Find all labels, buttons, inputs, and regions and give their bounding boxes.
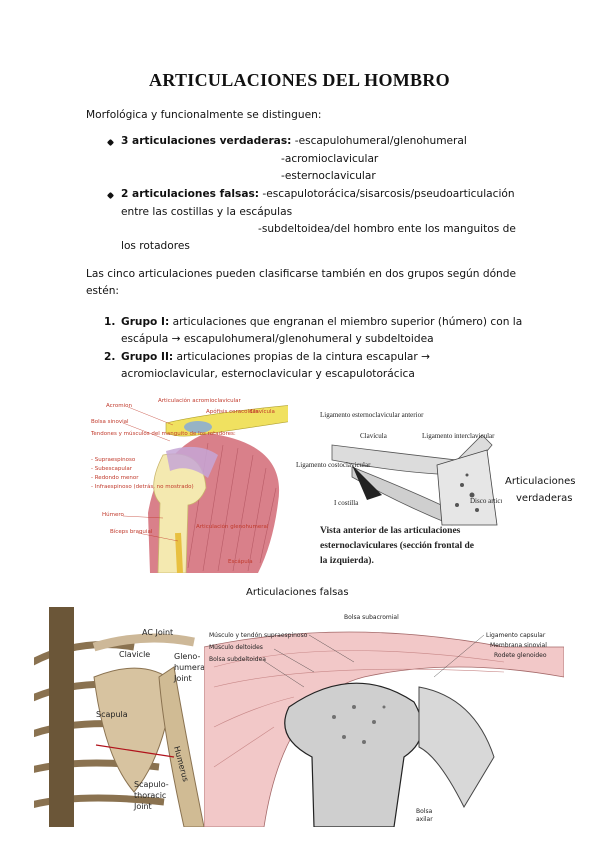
label-lig-cap: Ligamento capsular	[486, 632, 546, 639]
label-acromion: Acromion	[106, 403, 132, 409]
label-clavicle: Clavicle	[119, 650, 150, 659]
bullet-marker	[106, 138, 115, 147]
label-ac-joint: AC Joint	[142, 628, 173, 637]
bullet-marker	[106, 191, 115, 200]
paragraph-line: estén:	[86, 285, 119, 297]
label-bolsa-ax-2: axilar	[416, 816, 433, 823]
caption-falsas: Articulaciones falsas	[246, 587, 349, 598]
label-tendones: Tendones y músculos del manguito de los …	[90, 430, 236, 437]
label-lig-ant: Ligamento esternoclavicular anterior	[320, 411, 424, 419]
bullet-falsas-line: los rotadores	[121, 240, 190, 252]
label-escapula: Escápula	[228, 558, 253, 565]
label-gleno-2: humeral	[174, 663, 204, 672]
bullet-falsas-line: -subdeltoidea/del hombro ente los mangui…	[258, 223, 516, 235]
caption-verdaderas-1: Articulaciones	[505, 476, 576, 487]
paragraph-line: Las cinco articulaciones pueden clasific…	[86, 268, 517, 280]
shoulder-anatomy-figure: Acromion Articulación acromioclavicular …	[88, 393, 288, 573]
label-gleno-1: Gleno-	[174, 652, 200, 661]
caption-verdaderas-2: verdaderas	[516, 493, 573, 504]
group-1-text: articulaciones que engranan el miembro s…	[172, 316, 523, 328]
caption-line: Vista anterior de las articulaciones	[320, 526, 461, 536]
label-bolsa-ax-1: Bolsa	[416, 808, 433, 815]
skeleton-figure: AC Joint Clavicle Gleno- humeral Joint S…	[34, 607, 204, 827]
subdeltoid-section-figure: Bolsa subacromial Músculo y tendón supra…	[204, 607, 564, 827]
label-redondo: - Redondo menor	[91, 475, 139, 481]
bullet-verdaderas: 3 articulaciones verdaderas: -escapulohu…	[121, 133, 467, 150]
label-scapula: Scapula	[96, 710, 128, 719]
label-st-3: Joint	[133, 802, 152, 811]
label-disco: Disco articular	[470, 497, 502, 505]
group-2-line1: Grupo II: articulaciones propias de la c…	[121, 349, 430, 366]
label-humero: Húmero	[102, 511, 125, 518]
bullet-verdaderas-label: 3 articulaciones verdaderas:	[121, 135, 292, 147]
group-1-line2: escápula → escapulohumeral/glenohumeral …	[121, 333, 434, 345]
group-number: 1.	[104, 316, 116, 328]
bullet-verdaderas-first: -escapulohumeral/glenohumeral	[294, 135, 467, 147]
group-2-line2: acromioclavicular, esternoclavicular y e…	[121, 368, 415, 380]
label-musculo-delt: Músculo deltoides	[209, 644, 263, 651]
bullet-falsas-cont: entre las costillas y la escápulas	[121, 206, 293, 218]
label-bolsa-subdelt: Bolsa subdeltoidea	[209, 656, 266, 663]
label-art-gleno: Articulación glenohumeral	[196, 523, 269, 530]
sternoclavicular-figure: Ligamento esternoclavicular anterior Cla…	[292, 405, 502, 575]
caption-line: la izquierda).	[320, 555, 374, 566]
label-membrana: Membrana sinovial	[490, 642, 547, 649]
label-apofisis: Apófisis coracoides	[206, 408, 259, 415]
label-costilla: I costilla	[334, 499, 359, 507]
label-st-2: thoracic	[134, 791, 166, 800]
group-1-line1: Grupo I: articulaciones que engranan el …	[121, 314, 522, 331]
label-st-1: Scapulo-	[134, 780, 169, 789]
label-rodete: Rodete glenoideo	[494, 652, 547, 659]
label-lig-inter: Ligamento interclavicular	[422, 432, 495, 440]
caption-line: esternoclaviculares (sección frontal de	[320, 540, 474, 551]
group-2-label: Grupo II:	[121, 351, 174, 363]
bullet-verdaderas-line: -esternoclavicular	[281, 170, 376, 182]
label-musculo-supra: Músculo y tendón supraespinoso	[209, 632, 308, 639]
bullet-falsas-label: 2 articulaciones falsas:	[121, 188, 260, 200]
group-1-label: Grupo I:	[121, 316, 170, 328]
label-clavicula: Clavícula	[360, 432, 388, 440]
bullet-falsas: 2 articulaciones falsas: -escapulotoráci…	[121, 186, 515, 203]
group-2-text: articulaciones propias de la cintura esc…	[176, 351, 430, 363]
label-biceps: Bíceps braquial	[110, 528, 153, 535]
intro-text: Morfológica y funcionalmente se distingu…	[86, 109, 322, 121]
label-bolsa-sub: Bolsa subacromial	[344, 614, 399, 621]
label-art-acromio: Articulación acromioclavicular	[158, 397, 242, 404]
label-bolsa: Bolsa sinovial	[91, 419, 129, 425]
label-subesc: - Subescapular	[91, 466, 133, 472]
label-supra: - Supraespinoso	[91, 457, 136, 463]
bullet-verdaderas-line: -acromioclavicular	[281, 153, 379, 165]
label-lig-costo: Ligamento costoclavicular	[296, 461, 371, 469]
page-title: ARTICULACIONES DEL HOMBRO	[149, 70, 450, 90]
label-gleno-3: Joint	[173, 674, 192, 683]
label-clavicula: Clavícula	[250, 408, 275, 415]
label-infra: - Infraespinoso (detrás, no mostrado)	[91, 483, 194, 490]
group-number: 2.	[104, 351, 116, 363]
bullet-falsas-first: -escapulotorácica/sisarcosis/pseudoartic…	[262, 188, 515, 200]
